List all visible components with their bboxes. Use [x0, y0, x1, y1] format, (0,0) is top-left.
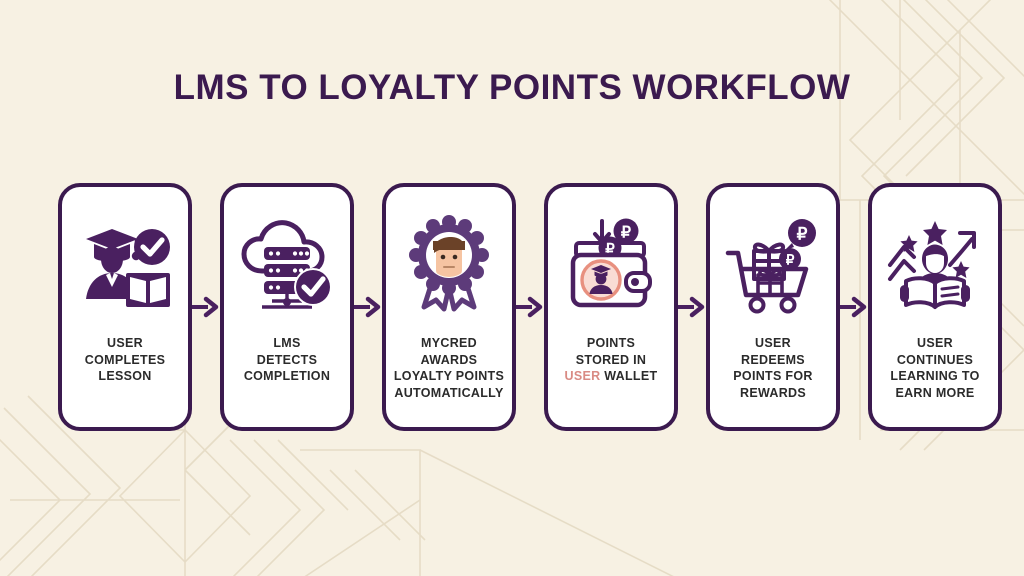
- arrow-step-3-to-4: [516, 183, 544, 431]
- page-title: LMS TO LOYALTY POINTS WORKFLOW: [173, 68, 851, 107]
- step-label-6: USER CONTINUES LEARNING TO EARN MORE: [890, 336, 980, 400]
- svg-text:₽: ₽: [797, 225, 808, 244]
- step-label-2: LMS DETECTS COMPLETION: [243, 336, 331, 383]
- step-card-5[interactable]: ₽ ₽: [706, 183, 840, 431]
- svg-text:₽: ₽: [786, 252, 795, 268]
- step-label-5: USER REDEEMS POINTS FOR REWARDS: [733, 336, 813, 400]
- workflow-steps: USER COMPLETES LESSON: [58, 183, 1002, 431]
- step-label-3: MYCRED AWARDS LOYALTY POINTS AUTOMATICAL…: [393, 336, 505, 400]
- step-card-4[interactable]: ₽ ₽: [544, 183, 678, 431]
- graduate-checkmark-book-icon: [73, 209, 177, 321]
- arrow-step-2-to-3: [354, 183, 382, 431]
- arrow-step-1-to-2: [192, 183, 220, 431]
- step-card-3[interactable]: MYCRED AWARDS LOYALTY POINTS AUTOMATICAL…: [382, 183, 516, 431]
- arrow-step-5-to-6: [840, 183, 868, 431]
- wallet-ruble-coin-avatar-icon: ₽ ₽: [559, 209, 663, 321]
- svg-text:₽: ₽: [605, 241, 615, 258]
- step-card-2[interactable]: LMS DETECTS COMPLETION: [220, 183, 354, 431]
- svg-text:₽: ₽: [621, 225, 631, 242]
- step-label-4-trailing: WALLET: [600, 369, 658, 383]
- step-card-1[interactable]: USER COMPLETES LESSON: [58, 183, 192, 431]
- step-label-4-highlight: USER: [564, 369, 601, 383]
- arrow-step-4-to-5: [678, 183, 706, 431]
- shopping-cart-gifts-ruble-icon: ₽ ₽: [721, 209, 825, 321]
- step-label-1: USER COMPLETES LESSON: [84, 336, 166, 383]
- step-label-4: POINTS STORED IN USER WALLET: [564, 336, 658, 383]
- step-card-6[interactable]: USER CONTINUES LEARNING TO EARN MORE: [868, 183, 1002, 431]
- award-rosette-face-icon: [397, 209, 501, 321]
- cloud-server-checkmark-icon: [235, 209, 339, 321]
- reader-stars-growth-arrow-icon: [883, 209, 987, 321]
